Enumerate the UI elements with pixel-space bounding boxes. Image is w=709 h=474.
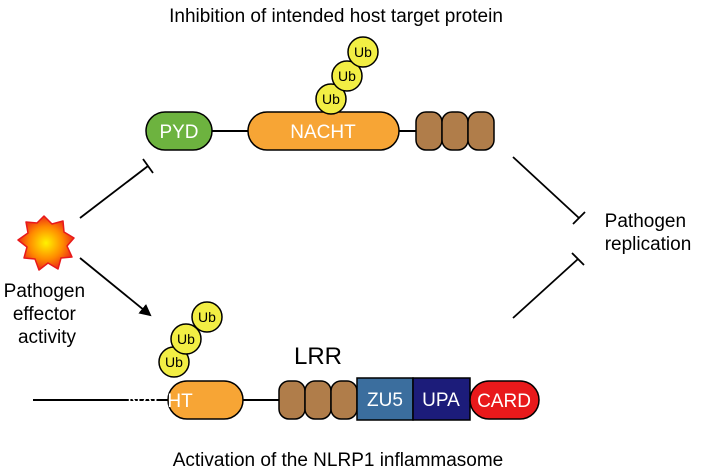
top-ub-2-label: Ub: [338, 68, 356, 84]
activation-arrow: [79, 257, 152, 317]
bottom-card-domain: [469, 380, 540, 420]
top-ubiquitin-chain: Ub Ub Ub: [315, 36, 379, 115]
top-pyd-label: PYD: [159, 122, 198, 143]
pathogen-effector-line1: Pathogen: [4, 281, 85, 302]
bottom-ub-2: [170, 323, 202, 355]
pathogen-replication-line1: Pathogen: [605, 211, 686, 232]
bottom-lrr-repeat-1: [278, 380, 306, 420]
pathogen-replication-label: Pathogen replication: [605, 211, 692, 255]
inhibition-top-to-replication: [512, 156, 586, 225]
pathogen-replication-line2: replication: [605, 234, 692, 255]
pathogen-effector-line2: effector: [13, 304, 77, 325]
bottom-zu5-domain: [356, 377, 414, 421]
top-lrr-repeat-2: [441, 111, 469, 151]
bottom-nacht-label: NACHT: [127, 391, 193, 412]
bottom-ub-2-label: Ub: [177, 331, 195, 347]
bottom-zu5-label: ZU5: [367, 390, 403, 411]
bottom-lrr-label: LRR: [294, 343, 342, 370]
inhibition-bottom-to-replication: [512, 252, 585, 319]
bottom-ubiquitin-chain: Ub Ub Ub: [158, 301, 223, 378]
bottom-card-label: CARD: [477, 391, 531, 412]
bottom-lrr-repeat-3: [330, 380, 358, 420]
top-ub-1: [315, 83, 347, 115]
pathogen-effector-icon: [17, 215, 75, 271]
top-pyd-domain: [145, 111, 213, 151]
top-lrr-repeats: [415, 111, 495, 151]
bottom-lrr-repeats: [278, 380, 358, 420]
top-lrr-repeat-1: [415, 111, 443, 151]
bottom-caption: Activation of the NLRP1 inflammasome: [173, 450, 504, 471]
top-nacht-label: NACHT: [290, 122, 356, 143]
bottom-upa-label: UPA: [422, 390, 460, 411]
inhibition-to-top-protein: [79, 158, 154, 219]
bottom-ub-3: [191, 301, 223, 333]
pathogen-effector-label: Pathogen effector activity: [4, 281, 91, 348]
pathogen-effector-line3: activity: [18, 327, 77, 348]
top-caption: Inhibition of intended host target prote…: [169, 6, 503, 27]
top-lrr-repeat-3: [467, 111, 495, 151]
bottom-lrr-repeat-2: [304, 380, 332, 420]
top-ub-3: [347, 36, 379, 68]
top-protein: PYD NACHT Ub Ub Ub: [145, 36, 495, 151]
bottom-nacht-domain: [167, 380, 244, 420]
top-ub-2: [331, 60, 363, 92]
bottom-protein: NACHT LRR ZU5 UPA CARD Ub Ub Ub: [33, 301, 540, 421]
bottom-ub-3-label: Ub: [198, 309, 216, 325]
bottom-ub-1-label: Ub: [165, 354, 183, 370]
bottom-upa-domain: [412, 377, 471, 421]
top-ub-3-label: Ub: [354, 44, 372, 60]
top-ub-1-label: Ub: [322, 91, 340, 107]
